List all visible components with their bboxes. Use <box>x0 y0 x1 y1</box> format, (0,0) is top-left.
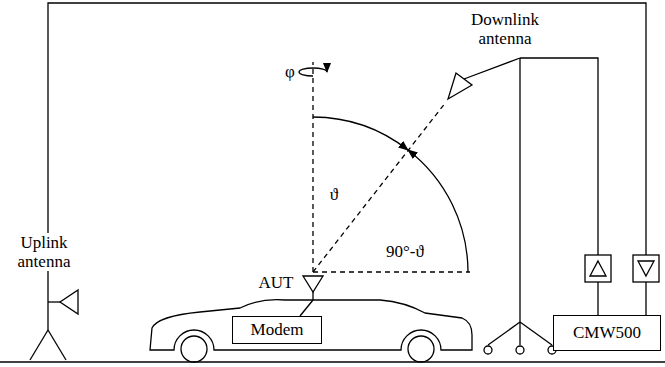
angle-label: 90°-ϑ <box>385 242 425 261</box>
angle-symbol: ϑ <box>329 185 339 204</box>
uplink-cable <box>48 3 646 296</box>
amplifier-down <box>633 255 659 282</box>
uplink-antenna <box>30 290 78 360</box>
downlink-antenna <box>448 58 556 354</box>
box-text: Modem <box>251 321 304 340</box>
theta-arc <box>313 117 408 150</box>
downlink-cable <box>520 58 598 255</box>
car-outline <box>150 300 472 350</box>
box-text: CMW500 <box>573 324 641 343</box>
amplifier-up <box>585 255 611 282</box>
antenna-label: AUT <box>258 273 295 292</box>
device-box: Modem <box>232 316 322 344</box>
cable <box>645 282 646 315</box>
cable <box>597 282 598 315</box>
antenna-label: Downlink antenna <box>459 10 551 48</box>
antenna-label: Uplink antenna <box>3 233 85 271</box>
device-box: CMW500 <box>553 315 661 351</box>
angle-symbol: φ <box>284 62 296 81</box>
phi-rotation <box>299 68 327 76</box>
wheel <box>181 336 207 362</box>
angle-lines <box>313 62 470 272</box>
aut-antenna <box>300 276 323 316</box>
ground-line <box>0 361 665 362</box>
wheel <box>408 336 434 362</box>
